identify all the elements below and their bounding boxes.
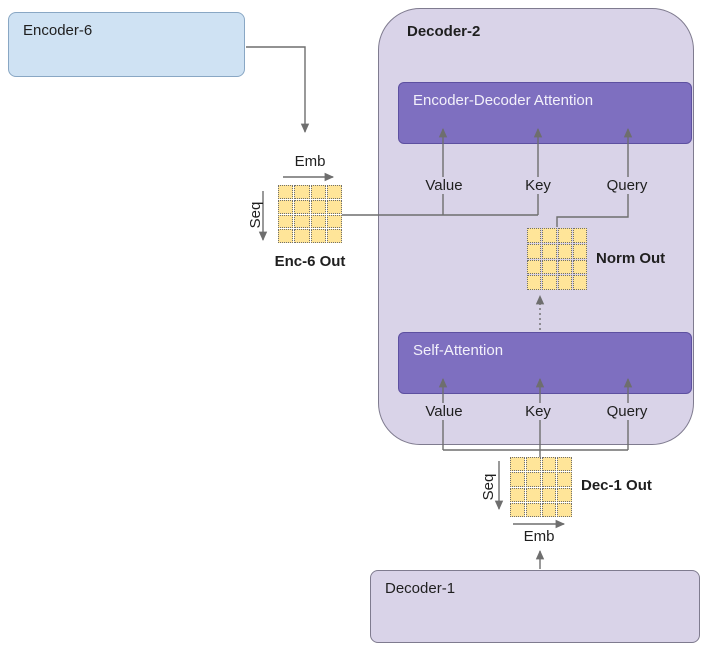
self-attention-box: Self-Attention (398, 332, 692, 394)
enc6-out-seq-axis-label: Seq (247, 201, 264, 229)
dec1-out-seq-axis-label: Seq (480, 473, 497, 501)
encoder-decoder-attention-label: Encoder-Decoder Attention (413, 92, 594, 109)
arrow-encoder6-to-enc6out (246, 46, 310, 134)
decoder1-node: Decoder-1 (370, 570, 700, 643)
decoder2-title: Decoder-2 (407, 23, 481, 40)
sa-query-label: Query (598, 403, 656, 420)
norm-out-matrix (527, 228, 587, 290)
eda-query-label: Query (598, 177, 656, 194)
norm-out-label: Norm Out (596, 250, 666, 267)
encoder6-label: Encoder-6 (23, 22, 93, 39)
enc6-out-matrix (278, 185, 342, 243)
dec1-out-label: Dec-1 Out (581, 477, 652, 494)
sa-key-label: Key (517, 403, 559, 420)
self-attention-label: Self-Attention (413, 342, 504, 359)
enc6-out-emb-axis-label: Emb (294, 153, 326, 170)
decoder1-label: Decoder-1 (385, 580, 456, 597)
eda-key-label: Key (517, 177, 559, 194)
sa-value-label: Value (414, 403, 474, 420)
dec1-out-emb-axis-label: Emb (523, 528, 555, 545)
dec1-out-matrix (510, 457, 572, 517)
enc6-out-label: Enc-6 Out (274, 253, 346, 270)
encoder6-node: Encoder-6 (8, 12, 245, 77)
encoder-decoder-attention-box: Encoder-Decoder Attention (398, 82, 692, 144)
eda-value-label: Value (414, 177, 474, 194)
